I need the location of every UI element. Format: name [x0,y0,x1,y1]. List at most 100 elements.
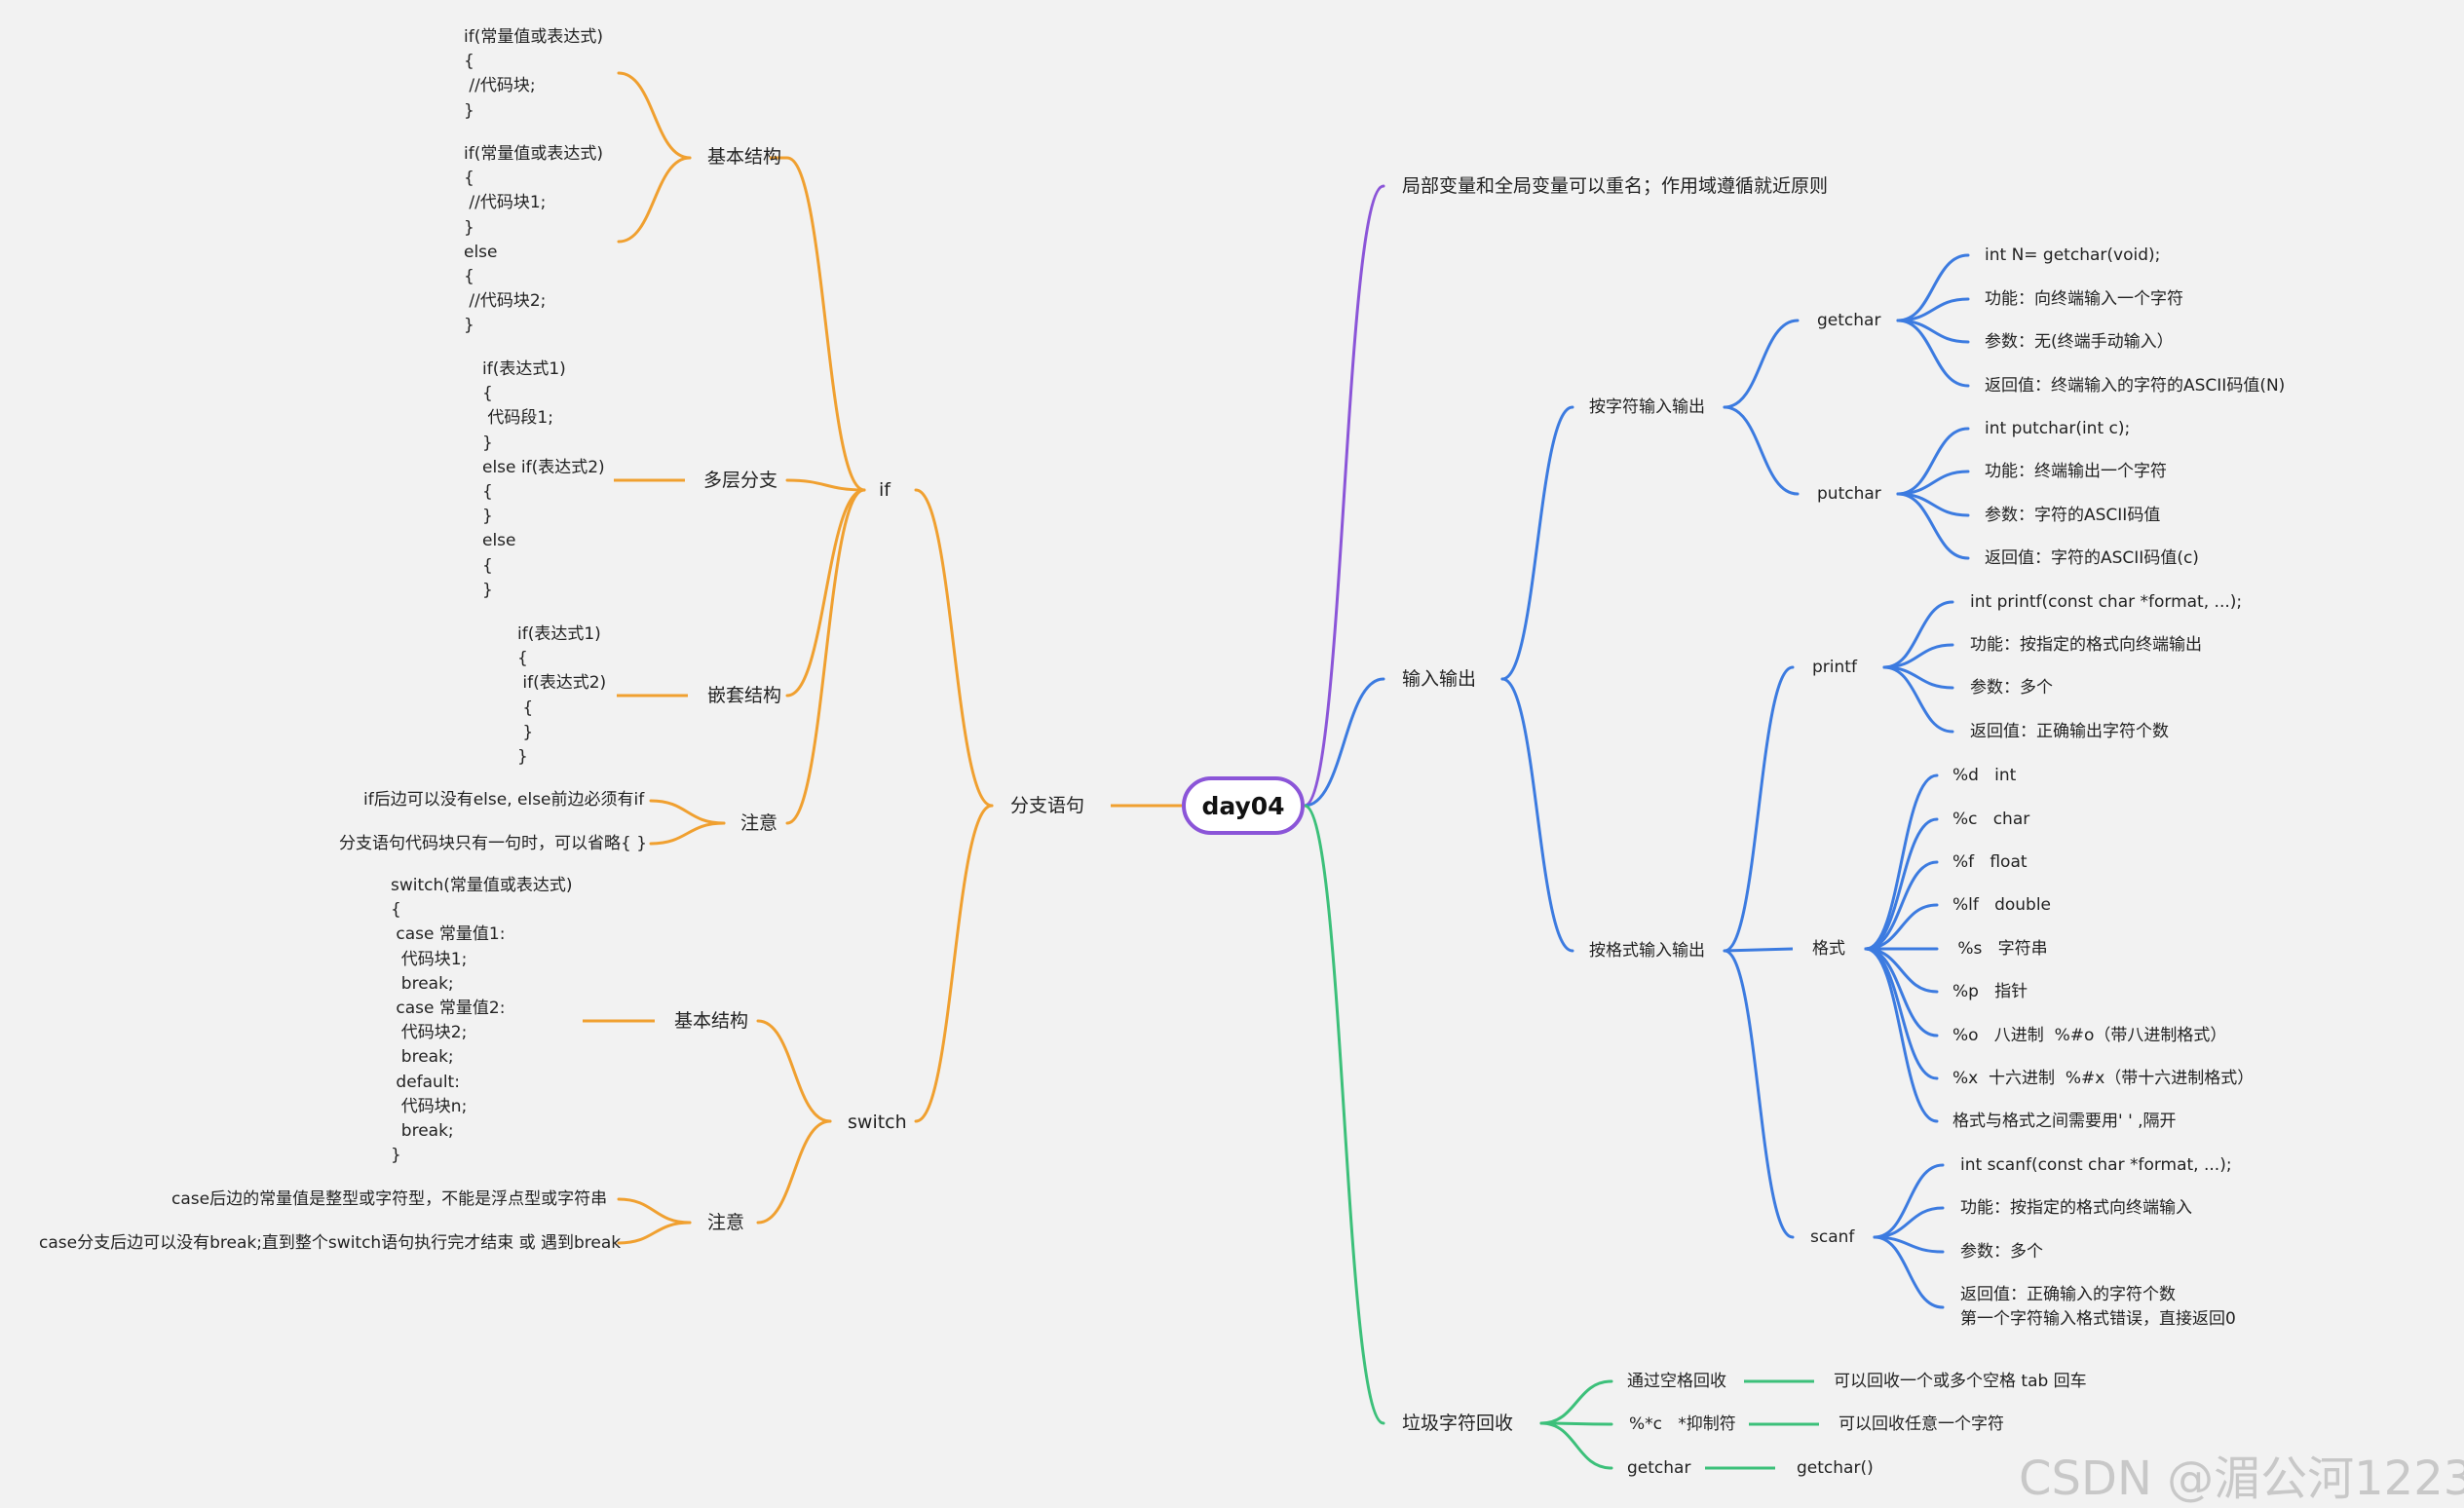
if-basic-code-1: if(常量值或表达式) { //代码块; } [464,27,603,121]
branch-statement-node[interactable]: 分支语句 [1010,795,1085,816]
connector-curve [914,488,994,808]
scope-rule-node[interactable]: 局部变量和全局变量可以重名；作用域遵循就近原则 [1402,175,1829,197]
connector-curve [1896,319,1970,388]
connector-curve [756,1019,832,1123]
connector-curve [785,156,866,492]
scanf-detail-item: 返回值：正确输入的字符个数 第一个字符输入格式错误，直接返回0 [1960,1285,2236,1329]
if-multi-branch-node[interactable]: 多层分支 [703,470,778,491]
switch-basic-structure-node[interactable]: 基本结构 [674,1010,749,1032]
format-spec-item: %d int [1952,766,2017,785]
putchar-detail-item: 功能：终端输出一个字符 [1985,462,2167,481]
connector-curve [617,1221,692,1245]
getchar-detail-item: 参数：无(终端手动输入） [1985,332,2174,352]
getchar-detail-item: 功能：向终端输入一个字符 [1985,289,2183,309]
scanf-detail-item: int scanf(const char *format, ...); [1960,1155,2232,1175]
connector-curve [1539,1421,1613,1470]
connector-curve [1864,947,1939,1037]
format-spec-item: %f float [1952,852,2028,872]
scanf-detail-item: 参数：多个 [1960,1242,2043,1262]
printf-detail-item: 参数：多个 [1970,678,2053,697]
char-io-node[interactable]: 按字符输入输出 [1589,397,1705,417]
connector-curve [1864,817,1939,951]
format-spec-item: 格式与格式之间需要用' ' ,隔开 [1952,1112,2177,1131]
connector-curve [1873,1235,1945,1309]
scanf-node[interactable]: scanf [1810,1227,1855,1247]
connector-curve [1882,600,1954,669]
if-node[interactable]: if [879,479,891,501]
switch-note-item: case分支后边可以没有break;直到整个switch语句执行完才结束 或 遇… [39,1233,622,1253]
connector-curve [1723,949,1795,1239]
if-note-node[interactable]: 注意 [740,812,778,834]
if-basic-structure-node[interactable]: 基本结构 [707,146,782,168]
garbage-method-item[interactable]: %*c *抑制符 [1629,1414,1736,1434]
if-nested-structure-node[interactable]: 嵌套结构 [707,685,782,706]
watermark: CSDN @湄公河1223 [2019,1451,2464,1506]
putchar-detail-item: int putchar(int c); [1985,419,2131,438]
format-spec-item: %p 指针 [1952,982,2028,1001]
format-spec-item: %lf double [1952,895,2052,915]
garbage-desc-item: 可以回收一个或多个空格 tab 回车 [1834,1372,2087,1391]
format-spec-item: %s 字符串 [1952,939,2048,959]
connector-curve [1873,1206,1945,1239]
garbage-char-node[interactable]: 垃圾字符回收 [1402,1413,1514,1434]
putchar-detail-item: 返回值：字符的ASCII码值(c) [1985,548,2199,568]
printf-detail-item: int printf(const char *format, ...); [1970,592,2243,612]
connector-curve [1539,1379,1613,1425]
garbage-method-item[interactable]: getchar [1627,1458,1691,1478]
scope-line [1303,184,1385,808]
garbage-desc-item: getchar() [1797,1458,1874,1478]
format-spec-item: %c char [1952,810,2030,829]
io-line [1303,677,1385,808]
garbage-line [1303,804,1385,1425]
connector-curve [617,156,692,244]
connector-curve [1723,405,1800,496]
printf-detail-item: 功能：按指定的格式向终端输出 [1970,635,2202,655]
connector-curve [1896,253,1970,322]
connector-curve [785,488,866,825]
putchar-detail-item: 参数：字符的ASCII码值 [1985,506,2161,525]
connector-curve [1864,773,1939,951]
connector-curve [1723,319,1800,409]
connector-curve [1723,665,1795,953]
scanf-detail-item: 功能：按指定的格式向终端输入 [1960,1198,2192,1218]
if-nested-code: if(表达式1) { if(表达式2) { } } [517,624,607,768]
connector-curve [1500,677,1574,953]
putchar-node[interactable]: putchar [1817,484,1881,504]
switch-note-item: case后边的常量值是整型或字符型，不能是浮点型或字符串 [171,1189,608,1209]
connector-curve [649,821,726,846]
getchar-node[interactable]: getchar [1817,311,1881,330]
switch-basic-code: switch(常量值或表达式) { case 常量值1: 代码块1; break… [391,876,573,1166]
connector-curve [785,478,866,492]
switch-note-node[interactable]: 注意 [707,1212,745,1233]
format-io-node[interactable]: 按格式输入输出 [1589,941,1705,961]
switch-node[interactable]: switch [848,1112,907,1133]
io-node[interactable]: 输入输出 [1402,668,1477,690]
connector-curve [1864,860,1939,951]
garbage-desc-item: 可以回收任意一个字符 [1839,1414,2004,1434]
connector-curve [785,488,866,697]
format-spec-node[interactable]: 格式 [1812,939,1845,959]
printf-node[interactable]: printf [1812,658,1857,677]
root-node[interactable]: day04 [1182,776,1305,835]
connector-line [1724,947,1794,953]
format-spec-item: %x 十六进制 %#x（带十六进制格式） [1952,1069,2255,1088]
connector-curve [649,799,726,825]
if-note-item: if后边可以没有else, else前边必须有if [363,790,645,810]
connector-curve [1882,665,1954,734]
connector-curve [1500,405,1574,681]
connector-curve [617,71,692,160]
garbage-method-item[interactable]: 通过空格回收 [1627,1372,1726,1391]
connector-curve [756,1119,832,1225]
if-basic-code-2: if(常量值或表达式) { //代码块1; } else { //代码块2; } [464,144,603,336]
connector-curve [1864,947,1939,1123]
connector-curve [1896,427,1970,496]
connector-curve [1873,1163,1945,1239]
connector-curve [914,804,994,1123]
getchar-detail-item: 返回值：终端输入的字符的ASCII码值(N) [1985,376,2286,396]
format-spec-item: %o 八进制 %#o（带八进制格式） [1952,1026,2227,1045]
connector-curve [1864,903,1939,951]
connector-curve [1896,492,1970,560]
if-multi-code: if(表达式1) { 代码段1; } else if(表达式2) { } els… [482,359,605,600]
printf-detail-item: 返回值：正确输出字符个数 [1970,722,2169,741]
